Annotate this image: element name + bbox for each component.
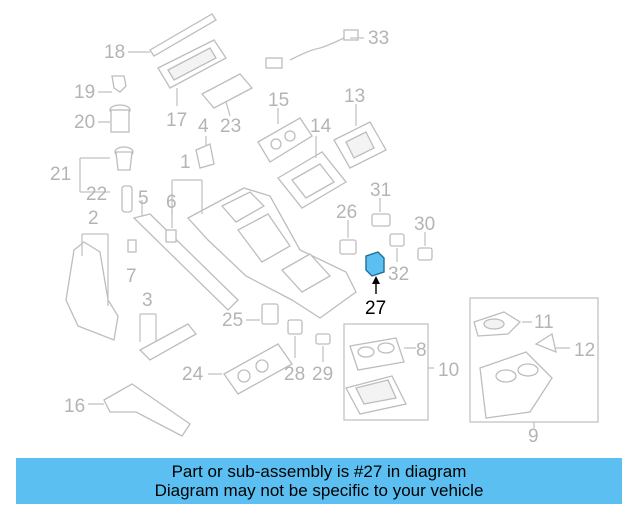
- part-30-switch: [417, 232, 433, 261]
- callout-18: 18: [104, 42, 125, 63]
- callout-22: 22: [86, 184, 107, 205]
- callout-10: 10: [438, 360, 459, 381]
- callout-12: 12: [574, 340, 595, 361]
- part-7-plate: [127, 239, 137, 253]
- part-24-climate-control: [208, 343, 293, 395]
- callout-27-highlighted: 27: [365, 298, 386, 319]
- callout-15: 15: [268, 90, 289, 111]
- callout-14: 14: [310, 116, 332, 137]
- part-29-switch: [315, 333, 331, 362]
- callout-25: 25: [222, 310, 243, 331]
- part-4-bracket: [195, 136, 215, 169]
- callout-23: 23: [220, 116, 241, 137]
- callout-2: 2: [88, 208, 99, 229]
- part-18-trim-strip: [128, 13, 217, 57]
- callout-6: 6: [166, 192, 177, 213]
- callout-11: 11: [534, 312, 554, 333]
- part-20-socket: [98, 104, 131, 133]
- callout-1: 1: [180, 152, 191, 173]
- part-19-knob: [98, 75, 127, 93]
- part-2-side-panel: [65, 233, 119, 341]
- callout-30: 30: [414, 214, 435, 235]
- callout-17: 17: [166, 110, 187, 131]
- callout-32: 32: [388, 264, 409, 285]
- callout-3: 3: [142, 290, 153, 311]
- callout-8: 8: [416, 340, 427, 361]
- part-31-switch: [371, 198, 391, 227]
- banner-line-disclaimer: Diagram may not be specific to your vehi…: [154, 481, 484, 500]
- group-9-box: [469, 297, 599, 428]
- part-5-side-trim: [132, 200, 239, 311]
- callout-33: 33: [368, 28, 389, 49]
- part-22-switch: [121, 185, 133, 213]
- part-27-highlighted: [365, 251, 385, 294]
- callout-9: 9: [528, 426, 539, 447]
- part-21-switch: [79, 146, 134, 193]
- parts-diagram: 18 33 19 20 17 4 23 15 13 14 21 22 1 5 6…: [50, 13, 599, 447]
- callout-31: 31: [370, 180, 391, 201]
- part-28-switch: [287, 319, 303, 358]
- callout-4: 4: [198, 116, 209, 137]
- part-13-boot: [333, 104, 387, 169]
- callout-5: 5: [138, 188, 149, 209]
- callout-20: 20: [74, 112, 95, 133]
- callout-19: 19: [74, 82, 95, 103]
- part-3-bracket: [138, 313, 197, 361]
- callout-24: 24: [182, 364, 204, 385]
- part-23-tray: [200, 73, 254, 117]
- callout-7: 7: [126, 266, 137, 287]
- part-6-clip: [165, 210, 177, 243]
- callout-29: 29: [312, 364, 333, 385]
- part-26-switch: [339, 220, 357, 255]
- part-16-duct: [88, 383, 191, 437]
- group-10-box: [343, 323, 434, 421]
- callout-26: 26: [336, 202, 357, 223]
- part-15-switch-panel: [257, 108, 313, 163]
- part-32-switch: [389, 233, 405, 262]
- part-33-cable: [265, 29, 364, 69]
- callout-28: 28: [284, 364, 305, 385]
- banner-line-part: Part or sub-assembly is #27 in diagram: [171, 462, 467, 481]
- part-14-bezel: [277, 136, 347, 209]
- part-25-switch: [246, 303, 279, 325]
- part-17-tray: [157, 39, 227, 106]
- callout-labels: 18 33 19 20 17 4 23 15 13 14 21 22 1 5 6…: [50, 28, 595, 447]
- callout-13: 13: [344, 86, 365, 107]
- info-banner: Part or sub-assembly is #27 in diagram D…: [16, 458, 622, 504]
- callout-16: 16: [64, 396, 85, 417]
- callout-21: 21: [50, 164, 71, 185]
- part-1-center-console: [171, 179, 357, 319]
